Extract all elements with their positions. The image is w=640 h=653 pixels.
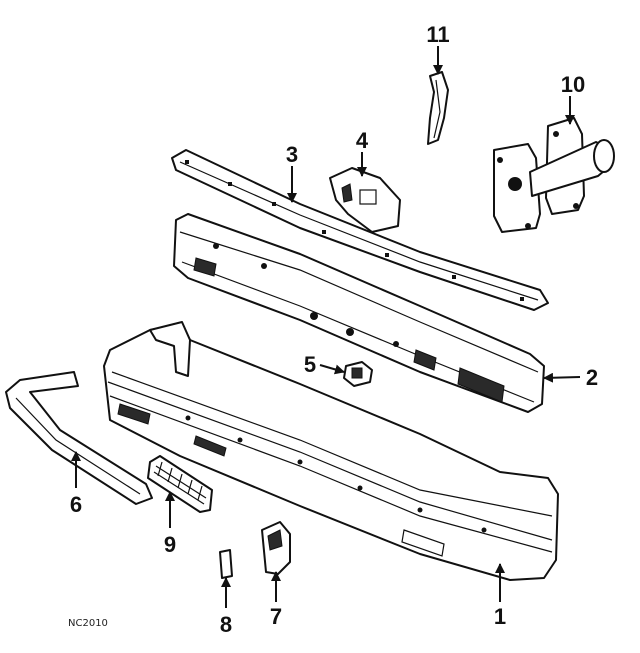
part-1-bumper bbox=[103, 321, 559, 581]
part-8-pad bbox=[219, 549, 233, 579]
part-9-grille bbox=[147, 455, 213, 513]
callout-2: 2 bbox=[586, 365, 598, 390]
callout-5: 5 bbox=[304, 352, 316, 377]
part-2-beam bbox=[173, 213, 545, 413]
callout-1: 1 bbox=[494, 604, 506, 629]
part-7-filler bbox=[261, 521, 291, 575]
callout-8: 8 bbox=[220, 612, 232, 637]
part-11-strip bbox=[427, 71, 449, 145]
callout-7: 7 bbox=[270, 604, 282, 629]
diagram-code: NC2010 bbox=[68, 618, 108, 629]
leader-lines bbox=[71, 46, 581, 608]
callout-11: 11 bbox=[426, 22, 449, 47]
part-3-reinforcement bbox=[171, 149, 549, 311]
callout-3: 3 bbox=[286, 142, 298, 167]
part-10-absorber bbox=[493, 117, 615, 233]
part-5-clip bbox=[343, 361, 373, 387]
callouts: 3 4 11 10 5 2 6 9 7 8 1 bbox=[70, 22, 598, 637]
part-6-extension bbox=[5, 371, 153, 505]
callout-10: 10 bbox=[561, 72, 585, 97]
callout-9: 9 bbox=[164, 532, 176, 557]
callout-6: 6 bbox=[70, 492, 82, 517]
callout-4: 4 bbox=[356, 128, 369, 153]
